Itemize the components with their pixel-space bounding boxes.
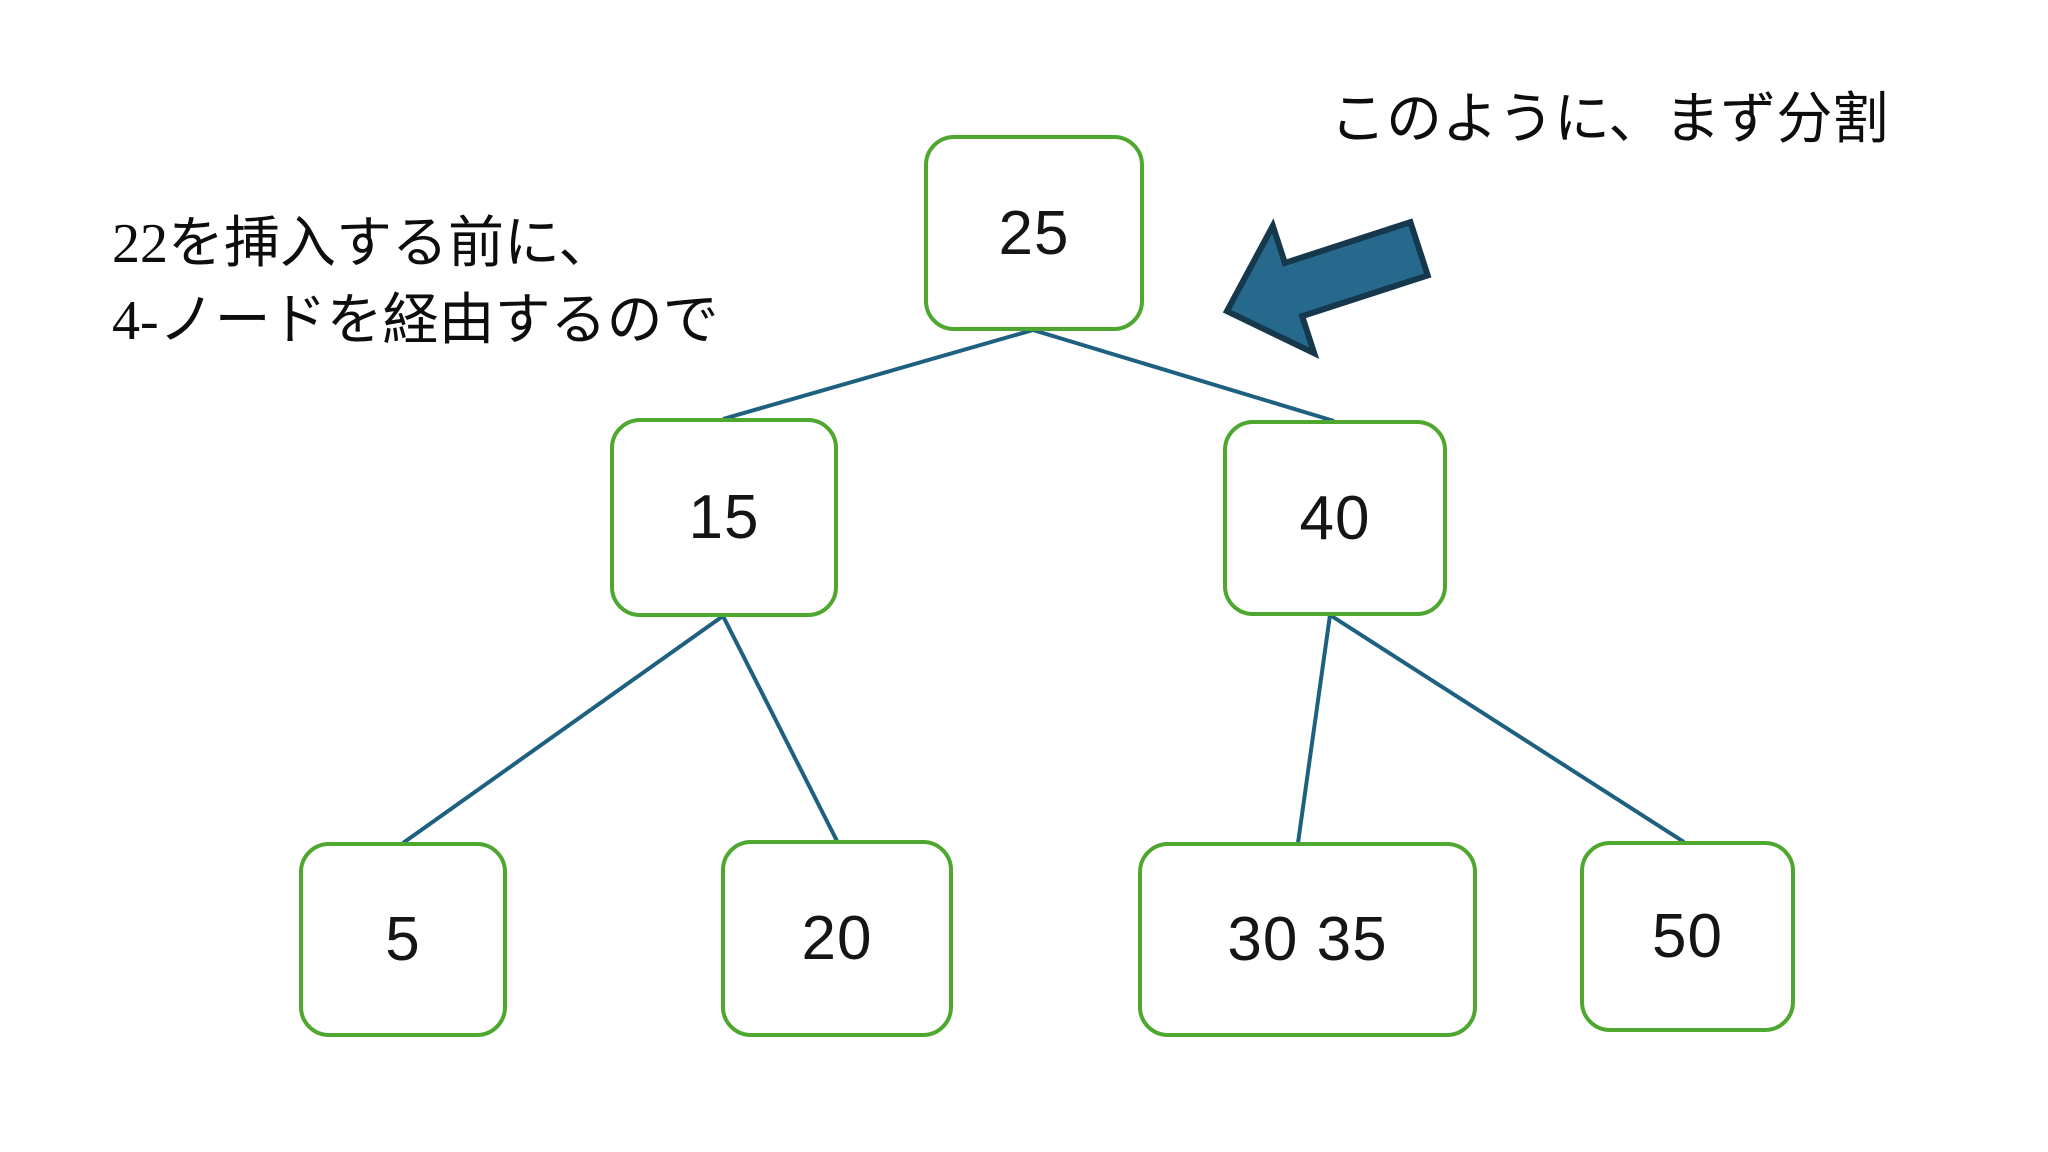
left-annotation: 22を挿入する前に、 4-ノードを経由するので [112, 206, 719, 361]
tree-node-30-35[interactable]: 30 35 [1138, 842, 1477, 1037]
node-20-label: 20 [801, 904, 873, 973]
node-40-label: 40 [1299, 483, 1371, 553]
left-annotation-line1: 22を挿入する前に、 [112, 213, 615, 275]
left-annotation-line2: 4-ノードを経由するので [112, 290, 719, 353]
edge-15-20 [721, 615, 839, 842]
tree-node-5[interactable]: 5 [299, 842, 507, 1037]
top-right-annotation-text: このように、まず分割 [1330, 89, 1889, 151]
edge-15-5 [401, 614, 725, 845]
node-5-label: 5 [385, 905, 421, 974]
edge-40-3035 [1296, 614, 1332, 844]
top-right-annotation: このように、まず分割 [1330, 82, 1888, 159]
edge-25-15 [722, 328, 1034, 421]
edge-25-40 [1032, 328, 1335, 423]
node-50-label: 50 [1652, 902, 1723, 971]
tree-node-20[interactable]: 20 [721, 840, 953, 1037]
edge-40-50 [1328, 613, 1686, 844]
tree-node-15[interactable]: 15 [610, 418, 838, 617]
tree-node-40[interactable]: 40 [1223, 420, 1447, 616]
node-25-label: 25 [998, 198, 1070, 268]
tree-node-25[interactable]: 25 [924, 135, 1144, 331]
node-30-35-label: 30 35 [1227, 905, 1388, 974]
split-arrow-icon [1222, 218, 1432, 360]
node-15-label: 15 [688, 483, 760, 552]
tree-node-50[interactable]: 50 [1580, 841, 1795, 1032]
